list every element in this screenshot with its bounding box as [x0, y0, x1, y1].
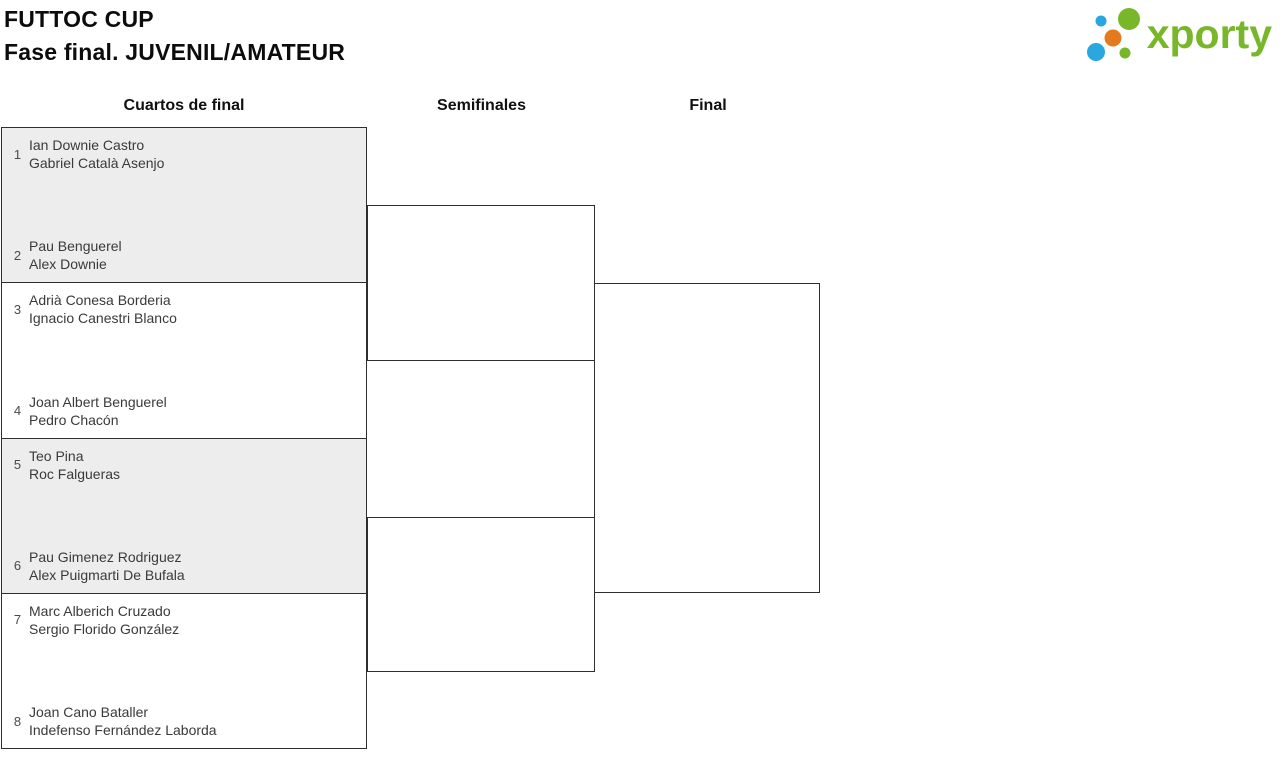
team-entry-seed-5: 5 Teo Pina Roc Falgueras [2, 447, 366, 483]
team-entry-seed-1: 1 Ian Downie Castro Gabriel Català Asenj… [2, 136, 366, 172]
round-header-final: Final [689, 97, 727, 114]
round-header-quarterfinals: Cuartos de final [123, 97, 245, 114]
player-name: Gabriel Català Asenjo [29, 155, 165, 171]
player-name: Joan Cano Bataller [29, 704, 149, 720]
team-players: Adrià Conesa Borderia Ignacio Canestri B… [29, 291, 177, 327]
team-players: Joan Albert Benguerel Pedro Chacón [29, 393, 167, 429]
player-name: Indefenso Fernández Laborda [29, 722, 217, 738]
seed-number: 4 [13, 403, 22, 418]
player-name: Pedro Chacón [29, 411, 119, 428]
team-entry-seed-2: 2 Pau Benguerel Alex Downie [2, 237, 366, 273]
team-entry-seed-7: 7 Marc Alberich Cruzado Sergio Florido G… [2, 602, 366, 638]
seed-number: 7 [13, 612, 22, 628]
xporty-dots-icon [1086, 8, 1140, 61]
seed-number: 5 [13, 457, 22, 472]
team-entry-seed-3: 3 Adrià Conesa Borderia Ignacio Canestri… [2, 291, 366, 327]
tournament-name: FUTTOC CUP [4, 6, 154, 32]
player-name: Pau Gimenez Rodriguez [29, 548, 182, 565]
player-name: Sergio Florido González [29, 620, 180, 637]
player-name: Ignacio Canestri Blanco [29, 310, 177, 327]
seed-number: 1 [13, 146, 22, 162]
semifinal-match-1-box [367, 205, 595, 361]
player-name: Roc Falgueras [29, 465, 121, 482]
player-name: Ian Downie Castro [29, 137, 145, 153]
player-name: Adrià Conesa Borderia [29, 292, 171, 309]
seed-number: 6 [13, 558, 22, 574]
quarterfinal-match-4: 7 Marc Alberich Cruzado Sergio Florido G… [2, 594, 366, 748]
player-name: Marc Alberich Cruzado [29, 602, 171, 619]
player-name: Alex Downie [29, 256, 107, 273]
team-entry-seed-6: 6 Pau Gimenez Rodriguez Alex Puigmarti D… [2, 548, 366, 584]
quarterfinals-column: 1 Ian Downie Castro Gabriel Català Asenj… [1, 127, 367, 749]
phase-category: Fase final. JUVENIL/AMATEUR [4, 39, 346, 65]
seed-number: 8 [13, 713, 22, 729]
seed-number: 2 [13, 247, 22, 263]
team-players: Ian Downie Castro Gabriel Català Asenjo [29, 136, 164, 172]
team-players: Teo Pina Roc Falgueras [29, 447, 120, 483]
team-players: Marc Alberich Cruzado Sergio Florido Gon… [29, 602, 179, 638]
player-name: Alex Puigmarti De Bufala [29, 566, 185, 583]
player-name: Teo Pina [29, 447, 84, 464]
round-header-semifinals: Semifinales [437, 97, 526, 114]
team-players: Pau Benguerel Alex Downie [29, 237, 122, 273]
quarterfinal-match-1: 1 Ian Downie Castro Gabriel Català Asenj… [2, 128, 366, 284]
xporty-wordmark: xporty [1146, 11, 1272, 57]
quarterfinal-match-2: 3 Adrià Conesa Borderia Ignacio Canestri… [2, 283, 366, 439]
xporty-logo[interactable]: xporty [1084, 5, 1272, 65]
team-players: Pau Gimenez Rodriguez Alex Puigmarti De … [29, 548, 185, 584]
page-title: FUTTOC CUP Fase final. JUVENIL/AMATEUR [4, 3, 345, 69]
team-players: Joan Cano Bataller Indefenso Fernández L… [29, 703, 217, 739]
player-name: Joan Albert Benguerel [29, 393, 167, 410]
player-name: Pau Benguerel [29, 238, 122, 255]
final-match-box [594, 283, 820, 593]
semifinal-match-2-box [367, 517, 595, 672]
seed-number: 3 [13, 301, 22, 317]
team-entry-seed-4: 4 Joan Albert Benguerel Pedro Chacón [2, 393, 366, 429]
quarterfinal-match-3: 5 Teo Pina Roc Falgueras 6 Pau Gimenez R… [2, 438, 366, 594]
team-entry-seed-8: 8 Joan Cano Bataller Indefenso Fernández… [2, 703, 366, 739]
